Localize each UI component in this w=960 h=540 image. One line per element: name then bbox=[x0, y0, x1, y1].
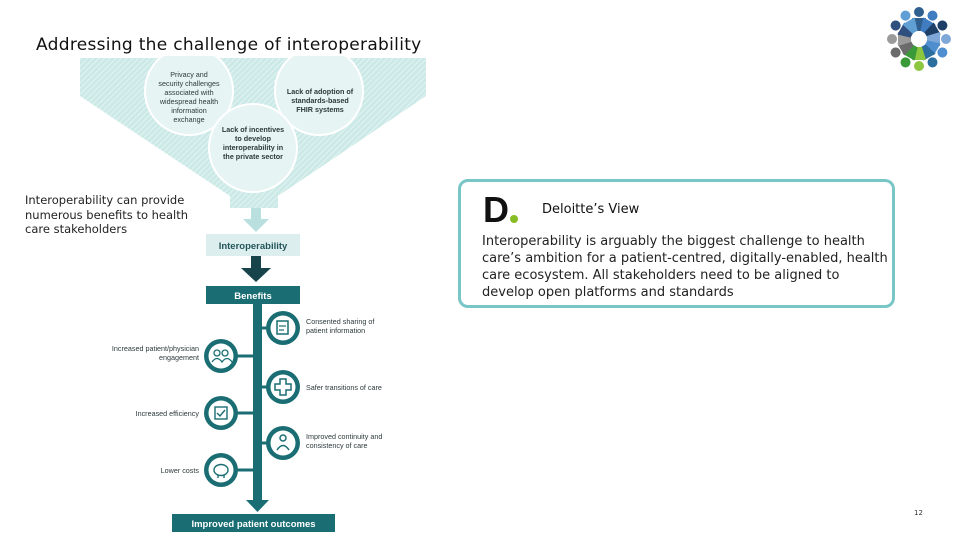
interoperability-box bbox=[206, 234, 300, 256]
slide-title: Addressing the challenge of interoperabi… bbox=[36, 35, 422, 55]
funnel-arrow-head bbox=[243, 219, 269, 232]
logo-person-icon bbox=[890, 20, 914, 38]
deloitte-view-title: Deloitte’s View bbox=[542, 202, 640, 217]
left-note: Interoperability can provide numerous be… bbox=[25, 193, 189, 236]
document-icon bbox=[266, 311, 300, 345]
benefit-right-text-2: Safer transitions of care bbox=[306, 383, 382, 392]
deloitte-view-card: D Deloitte’s View Interoperability is ar… bbox=[458, 179, 895, 308]
people-icon bbox=[204, 339, 238, 373]
challenge-circle-incentives bbox=[208, 103, 298, 193]
piggy-bank-icon bbox=[204, 453, 238, 487]
benefits-spine bbox=[253, 304, 262, 502]
deloitte-logo: D bbox=[483, 189, 509, 230]
challenge-circle-privacy bbox=[144, 56, 234, 136]
page-number: 12 bbox=[914, 509, 923, 517]
funnel-arrow-stem bbox=[251, 208, 261, 220]
challenge-circle-standards bbox=[274, 56, 364, 136]
logo-person-icon bbox=[924, 40, 948, 58]
outcome-label: Improved patient outcomes bbox=[191, 519, 315, 530]
cross-icon bbox=[266, 370, 300, 404]
deloitte-logo-dot bbox=[510, 215, 518, 223]
logo-person-icon bbox=[920, 10, 938, 34]
benefit-arrow-head bbox=[241, 268, 271, 282]
interoperability-label: Interoperability bbox=[219, 241, 288, 252]
benefit-arrow-stem bbox=[251, 256, 261, 270]
checklist-icon bbox=[204, 396, 238, 430]
outcome-arrow-head bbox=[246, 500, 269, 512]
logo-person-icon bbox=[900, 10, 918, 34]
benefits-label: Benefits bbox=[234, 291, 271, 302]
benefit-left-text-3: Lower costs bbox=[161, 466, 200, 475]
benefit-left-text-2: Increased efficiency bbox=[136, 409, 200, 418]
benefits-box bbox=[206, 286, 300, 304]
logo-person-icon bbox=[900, 44, 918, 68]
person-heart-icon bbox=[266, 426, 300, 460]
people-circle-logo bbox=[887, 7, 951, 71]
deloitte-view-body: Interoperability is arguably the biggest… bbox=[482, 234, 888, 300]
outcome-box bbox=[172, 514, 335, 532]
